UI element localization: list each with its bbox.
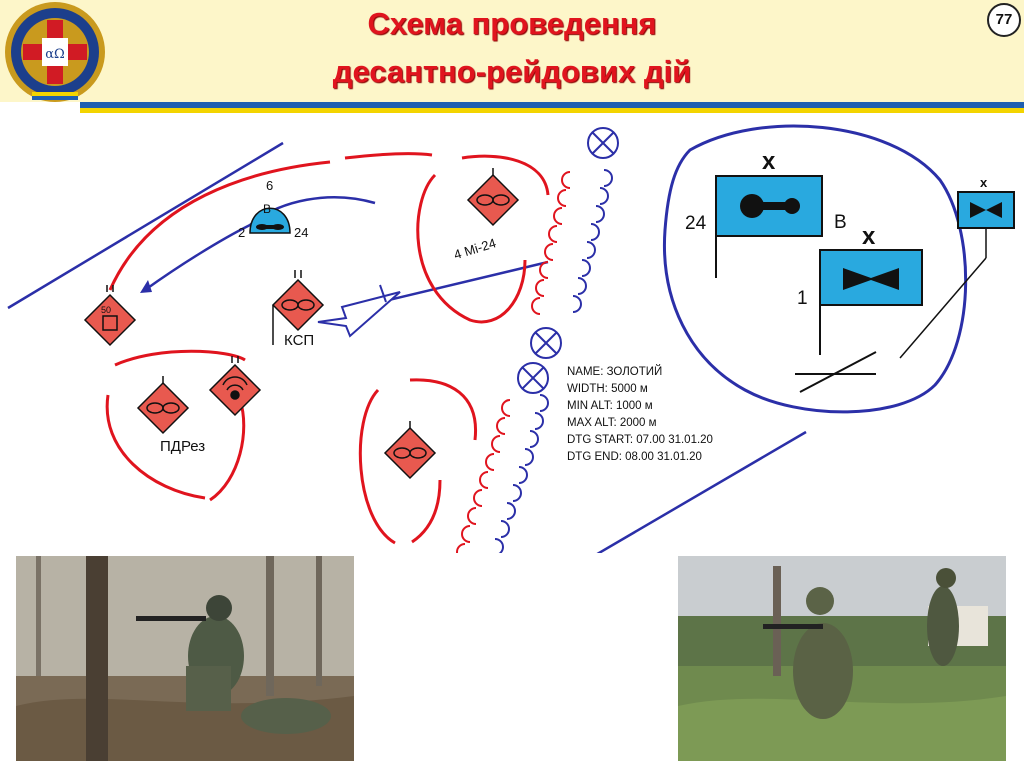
helicopter-count-label: 6 [266,178,273,193]
slide-title-line-2: десантно-рейдових дій [200,54,824,90]
airspace-name: NAME: ЗОЛОТИЙ [567,364,713,381]
brigade-letter: В [834,212,847,234]
soldiers-village-photo [678,556,1006,761]
soldiers-forest-photo [16,556,354,761]
second-echelon-mark: х [862,223,875,251]
small-unit-mark: х [980,175,987,190]
brigade-number: 24 [685,213,706,235]
airspace-info-block: NAME: ЗОЛОТИЙ WIDTH: 5000 м MIN ALT: 100… [567,364,713,466]
reserve-label: ПДРез [160,438,205,455]
reserve-area-arc-3 [210,400,244,500]
strongpoint-arc-1 [360,390,395,543]
helicopter-letter-label: В [263,202,271,216]
attack-arrow [318,285,400,336]
emblem-center-text: αΩ [45,47,65,62]
enemy-cut-slash [800,352,876,392]
strongpoint-arc-3 [412,480,440,542]
page-number-badge: 77 [987,3,1021,37]
airspace-dtg-end: DTG END: 08.00 31.01.20 [567,449,713,466]
echelon-mark: х [762,148,775,176]
reserve-area-arc-1 [115,351,245,365]
airspace-width: WIDTH: 5000 м [567,381,713,398]
airspace-dtg-start: DTG START: 07.00 31.01.20 [567,432,713,449]
airspace-max-alt: MAX ALT: 2000 м [567,415,713,432]
mortar-caliber-label: 50 [101,305,111,315]
obstacle-marker [531,328,561,358]
friendly-unit-diamond [468,168,518,225]
enemy-brigade-flag [716,176,822,278]
strongpoint-unit-diamond [385,421,435,478]
helicopter-left-number: 2 [238,225,245,240]
enemy-battalion-flag [820,250,922,355]
battalion-number: 1 [797,288,808,310]
signal-unit-diamond [210,356,260,415]
obstacle-marker [518,363,548,393]
strongpoint-arc-2 [410,380,476,440]
tactical-diagram [0,113,1024,553]
friendly-area-arc-2 [345,154,432,158]
airspace-min-alt: MIN ALT: 1000 м [567,398,713,415]
slide-title-line-1: Схема проведення [200,6,824,42]
mortar-unit-diamond [85,285,135,345]
academy-emblem: αΩ [2,0,108,106]
frontline-red-scallops [457,172,570,553]
reserve-unit-diamond [138,376,188,433]
command-post-label: КСП [284,332,314,349]
helicopter-right-number: 24 [294,225,308,240]
obstacle-marker [588,128,618,158]
